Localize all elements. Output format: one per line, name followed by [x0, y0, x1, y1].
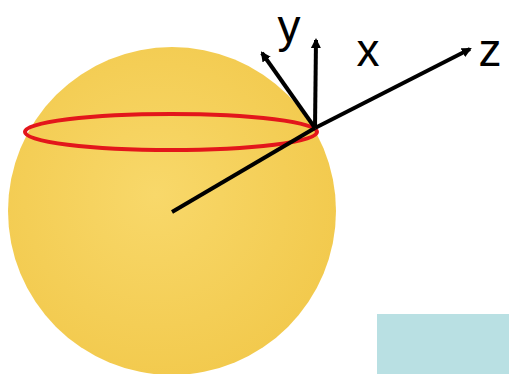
axis-label: x: [357, 27, 380, 73]
z-axis: [315, 49, 470, 128]
y-axis: [262, 53, 315, 128]
blue-panel: [377, 314, 509, 374]
axis-label: z: [479, 27, 502, 73]
radius-line: [172, 128, 315, 212]
x-axis: [315, 40, 316, 128]
axis-label: y: [278, 3, 301, 49]
sphere: [8, 47, 336, 374]
latitude-circle: [25, 114, 317, 150]
